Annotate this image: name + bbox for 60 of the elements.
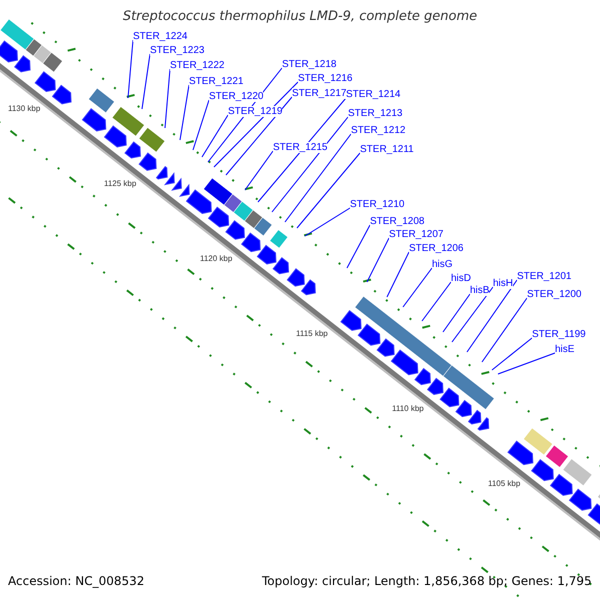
- gene-label: STER_1208: [370, 216, 424, 227]
- gene-label: STER_1216: [298, 73, 352, 84]
- gene-label: hisH: [493, 278, 514, 289]
- position-label: 1110 kbp: [392, 404, 424, 413]
- gene-label: STER_1207: [389, 229, 444, 240]
- leader-line: [214, 82, 298, 168]
- gene-label: STER_1201: [517, 271, 572, 282]
- position-label: 1105 kbp: [488, 479, 520, 488]
- leader-line: [284, 134, 352, 222]
- gene-label: STER_1219: [228, 106, 282, 117]
- gene-label: STER_1212: [351, 125, 406, 136]
- leader-line: [452, 286, 494, 342]
- leader-line: [164, 68, 170, 128]
- gene-label: STER_1221: [189, 76, 244, 87]
- leader-line: [142, 54, 150, 110]
- leader-line: [492, 338, 532, 370]
- gene-label: STER_1211: [360, 144, 414, 155]
- leader-line: [346, 224, 370, 268]
- leader-line: [466, 280, 518, 352]
- leader-line: [402, 268, 432, 308]
- gene-label: hisB: [470, 285, 490, 296]
- leader-line: [366, 238, 390, 282]
- leader-line: [192, 100, 210, 150]
- leader-line: [226, 96, 292, 176]
- gene-label: STER_1206: [409, 243, 464, 254]
- gene-label: STER_1214: [346, 89, 400, 100]
- title: Streptococcus thermophilus LMD-9, complete genome: [122, 9, 478, 24]
- gene-label: STER_1200: [527, 289, 582, 300]
- gene-label: STER_1222: [170, 60, 224, 71]
- genome-info-text: Topology: circular; Length: 1,856,368 bp; Genes: 1,795: [262, 574, 592, 588]
- leader-line: [180, 84, 190, 140]
- gene-label: STER_1210: [350, 199, 404, 210]
- gene-label: STER_1215: [273, 142, 328, 153]
- leader-line: [422, 282, 452, 322]
- gene-label: STER_1220: [209, 91, 264, 102]
- gene-label: hisE: [555, 344, 574, 355]
- leader-line: [442, 294, 470, 332]
- gene-label: STER_1213: [348, 108, 402, 119]
- leader-line: [244, 150, 274, 190]
- position-label: 1115 kbp: [296, 329, 328, 338]
- leader-line: [258, 98, 346, 202]
- position-label: 1130 kbp: [8, 104, 40, 113]
- gene-label: STER_1223: [150, 45, 204, 56]
- gene-label: STER_1224: [133, 31, 188, 42]
- gene-label: STER_1199: [532, 329, 586, 340]
- gene-label: STER_1217: [292, 88, 346, 99]
- position-label: 1125 kbp: [104, 179, 136, 188]
- leader-line: [296, 152, 360, 228]
- leader-line: [128, 40, 134, 98]
- leader-line: [304, 208, 350, 236]
- leader-line: [386, 252, 410, 298]
- leader-line: [202, 114, 228, 158]
- gene-label: hisD: [451, 273, 472, 284]
- leader-line: [498, 352, 556, 374]
- position-label: 1120 kbp: [200, 254, 232, 263]
- leader-line: [272, 116, 348, 212]
- leader-line: [482, 298, 528, 362]
- accession-text: Accession: NC_008532: [8, 574, 144, 588]
- gene-label: hisG: [432, 259, 453, 270]
- gene-label: STER_1218: [282, 59, 336, 70]
